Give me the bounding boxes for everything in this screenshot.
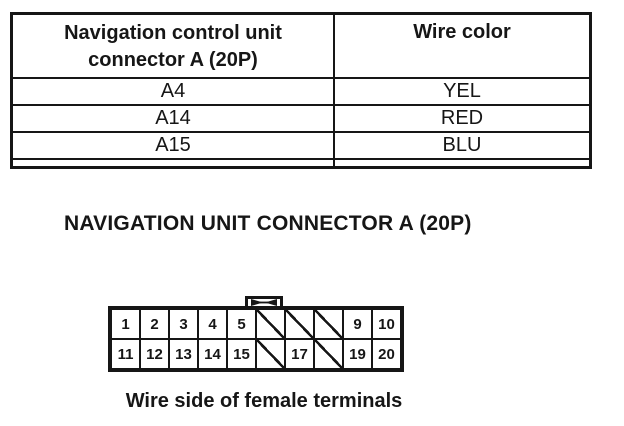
- table-cell: BLU: [333, 131, 592, 160]
- table-cell: A15: [10, 131, 335, 160]
- pin-cell: 12: [139, 338, 170, 371]
- diagram-title: NAVIGATION UNIT CONNECTOR A (20P): [64, 212, 472, 235]
- table-cell: A14: [10, 104, 335, 133]
- pin-cell: 3: [168, 307, 199, 340]
- pin-cell: 13: [168, 338, 199, 371]
- pin-cell: 17: [284, 338, 315, 371]
- table-cell: A4: [10, 77, 335, 106]
- table-header-row: Navigation control unit connector A (20P…: [10, 12, 592, 79]
- table-cell: RED: [333, 104, 592, 133]
- col-header-connector: Navigation control unit connector A (20P…: [10, 12, 335, 79]
- table-cell: YEL: [333, 77, 592, 106]
- pin-cell: 9: [342, 307, 373, 340]
- blocked-cavity-cell: [255, 338, 286, 371]
- spacer-cell: [333, 158, 592, 168]
- pin-cell: 20: [371, 338, 403, 371]
- blocked-cavity-cell: [313, 338, 344, 371]
- blocked-cavity-cell: [284, 307, 315, 340]
- blocked-cavity-cell: [255, 307, 286, 340]
- pin-cell: 4: [197, 307, 228, 340]
- pin-cell: 19: [342, 338, 373, 371]
- connector-latch-tab: [245, 296, 283, 307]
- pin-cell: 15: [226, 338, 257, 371]
- pin-cell: 11: [109, 338, 141, 371]
- latch-bowtie-icon: [251, 299, 277, 306]
- pin-cell: 14: [197, 338, 228, 371]
- wire-color-table: Navigation control unit connector A (20P…: [10, 12, 592, 169]
- spacer-cell: [10, 158, 335, 168]
- pin-cell: 10: [371, 307, 403, 340]
- pin-cell: 5: [226, 307, 257, 340]
- diagram-caption: Wire side of female terminals: [125, 390, 403, 412]
- table-bottom-spacer: [10, 158, 592, 168]
- col-header-wire-color: Wire color: [333, 12, 592, 79]
- blocked-cavity-cell: [313, 307, 344, 340]
- pin-cell: 2: [139, 307, 170, 340]
- pin-cell: 1: [109, 307, 141, 340]
